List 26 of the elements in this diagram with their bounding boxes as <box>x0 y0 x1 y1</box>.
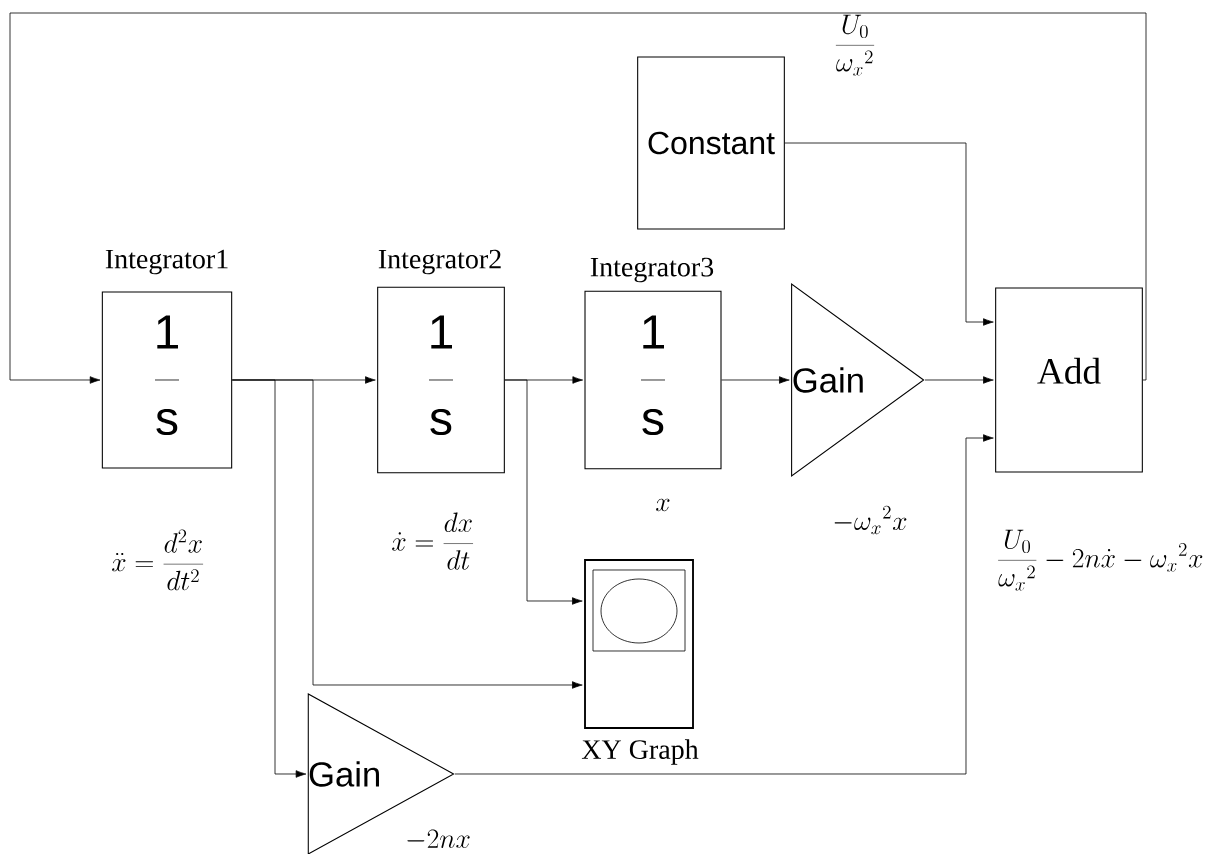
arrow <box>9 12 1147 384</box>
arrow <box>924 376 994 384</box>
formula-label: $-2nx$ <box>407 829 470 849</box>
formula-label: $\dot{x}=\frac{dx}{dt}$ <box>392 512 474 570</box>
block-heading: Integrator1 <box>105 249 228 275</box>
arrow <box>454 434 994 775</box>
arrow <box>504 379 583 605</box>
block-caption: XY Graph <box>581 739 699 765</box>
block-heading: Integrator3 <box>590 257 714 283</box>
formula-label: $x$ <box>656 498 670 512</box>
numerator: 1 <box>431 315 452 349</box>
denominator: s <box>430 408 452 436</box>
formula-label: $\frac{U_0}{{\omega_x}^2}$ <box>835 14 875 76</box>
arrow <box>721 376 790 384</box>
sum-block: Add <box>995 287 1143 473</box>
constant-block: Constant <box>637 56 785 230</box>
formula-label: $\frac{U_0}{{\omega_x}^2}-2n\dot{x}-{\omega_x}^2x$ <box>998 529 1203 591</box>
block-heading: Integrator2 <box>378 249 501 275</box>
numerator: 1 <box>157 315 178 349</box>
denominator: s <box>156 408 178 436</box>
formula-label: $\ddot{x}=\frac{d^2x}{dt^2}$ <box>112 529 204 591</box>
formula-label: $-{\omega_x}^2x$ <box>834 505 907 535</box>
arrow <box>784 142 994 326</box>
arrow <box>231 379 307 778</box>
numerator: 1 <box>643 315 664 349</box>
denominator: s <box>642 408 664 436</box>
